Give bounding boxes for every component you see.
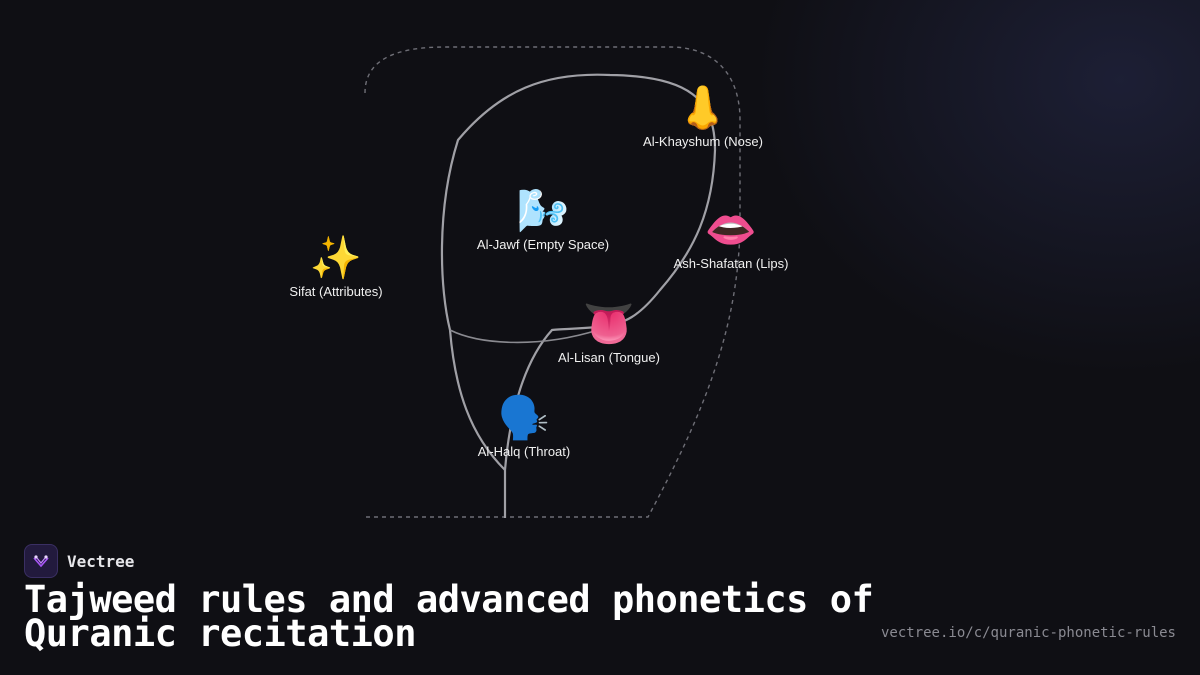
lips-icon: 👄 — [704, 206, 758, 253]
sparkles-icon: ✨ — [309, 234, 363, 281]
node-jawf: 🌬️ Al-Jawf (Empty Space) — [477, 187, 609, 252]
node-lisan: 👅 Al-Lisan (Tongue) — [558, 300, 660, 365]
node-sifat: ✨ Sifat (Attributes) — [289, 234, 382, 299]
node-label: Al-Lisan (Tongue) — [558, 350, 660, 365]
source-url[interactable]: vectree.io/c/quranic-phonetic-rules — [880, 625, 1176, 641]
jaw-line — [449, 329, 599, 344]
node-label: Al-Khayshum (Nose) — [643, 134, 763, 149]
vectree-logo-icon — [24, 544, 58, 578]
tongue-icon: 👅 — [582, 300, 636, 347]
node-halq: 🗣️ Al-Halq (Throat) — [478, 394, 570, 459]
brand-name: Vectree — [67, 551, 135, 571]
brand: Vectree — [24, 544, 134, 578]
dashed-boundary — [364, 46, 741, 518]
dashing-away-icon: 🌬️ — [516, 187, 570, 234]
node-shafatan: 👄 Ash-Shafatan (Lips) — [674, 206, 789, 271]
node-label: Al-Halq (Throat) — [477, 444, 571, 459]
node-khayshum: 👃 Al-Khayshum (Nose) — [643, 84, 763, 149]
speaking-head-icon: 🗣️ — [497, 394, 551, 441]
node-label: Sifat (Attributes) — [289, 284, 383, 299]
page-title: Tajweed rules and advanced phonetics of … — [24, 578, 874, 655]
node-label: Al-Jawf (Empty Space) — [476, 237, 610, 252]
node-label: Ash-Shafatan (Lips) — [673, 256, 789, 271]
nose-icon: 👃 — [676, 84, 730, 131]
head-profile — [440, 73, 717, 518]
